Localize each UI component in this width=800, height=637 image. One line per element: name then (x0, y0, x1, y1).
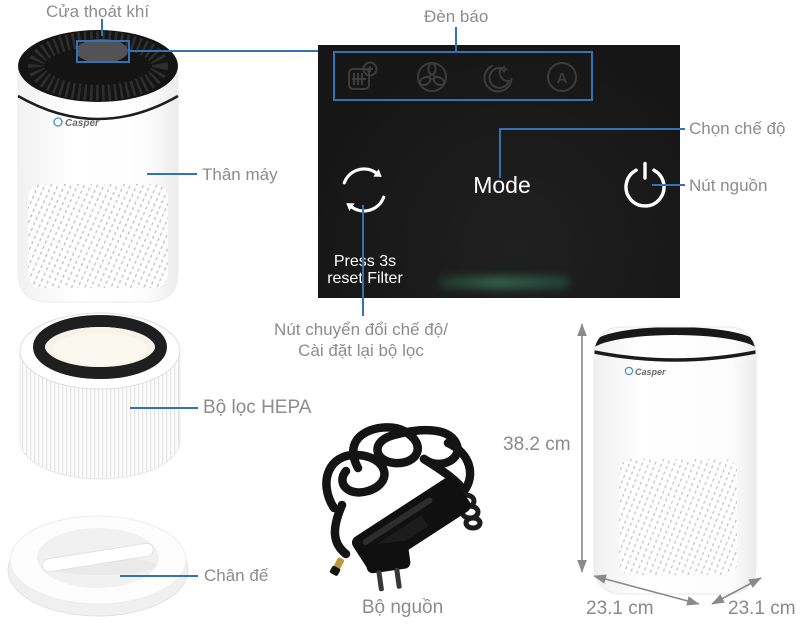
press-reset-caption-line1: Press 3s (333, 253, 397, 270)
power-adapter-image (322, 423, 483, 592)
press-reset-caption: Press 3s reset Filter (322, 253, 408, 287)
callout-power-adapter: Bộ nguồn (361, 597, 444, 618)
callout-hepa-filter: Bộ lọc HEPA (203, 397, 312, 418)
svg-text:Casper: Casper (635, 367, 666, 377)
dimension-arrows (577, 323, 762, 606)
callout-line-body (147, 173, 197, 175)
brand-logo: Casper (53, 117, 100, 129)
svg-text:Casper: Casper (65, 118, 100, 129)
callout-power-button: Nút nguồn (689, 176, 768, 195)
callout-body: Thân máy (202, 165, 278, 184)
callout-line-air-outlet (101, 19, 103, 36)
auto-mode-indicator-icon: A (547, 62, 577, 92)
callout-base: Chân đế (204, 566, 269, 585)
dimension-height: 38.2 cm (503, 434, 571, 455)
fan-speed-indicator-icon (417, 62, 447, 92)
purifier-front-view-image: Casper (593, 326, 757, 595)
callout-line-mode-switch (362, 205, 364, 316)
callout-air-outlet: Cửa thoát khí (46, 2, 150, 21)
dimension-width: 23.1 cm (586, 598, 654, 619)
width-arrow (593, 574, 700, 606)
callout-mode-switch: Nút chuyển đổi chế độ/ Cài đặt lại bộ lọ… (250, 319, 472, 361)
adapter-plug (364, 540, 411, 592)
dimension-depth: 23.1 cm (728, 598, 796, 619)
callout-indicator-lights: Đèn báo (424, 7, 489, 26)
callout-line-mode-v (499, 128, 501, 178)
callout-mode-switch-line1: Nút chuyển đổi chế độ/ (274, 320, 448, 339)
brand-logo: Casper (624, 366, 666, 377)
mode-button-label: Mode (473, 172, 531, 198)
callout-line-power (652, 184, 685, 186)
filter-reset-indicator-icon (348, 61, 378, 90)
callout-line-panel-link (130, 50, 318, 52)
power-icon (624, 161, 666, 208)
highlight-box-indicators (333, 51, 593, 101)
led-glow (438, 276, 570, 289)
callout-line-base (120, 575, 198, 577)
callout-line-mode-h (499, 128, 685, 130)
svg-text:A: A (557, 70, 568, 87)
purifier-top-view-image: Casper (17, 30, 179, 303)
reset-icon (342, 167, 386, 213)
press-reset-caption-line2: reset Filter (327, 270, 403, 287)
callout-line-hepa (130, 407, 198, 409)
callout-mode-switch-line2: Cài đặt lại bộ lọc (298, 341, 424, 360)
base-image (7, 515, 189, 617)
callout-line-indicator-lights (455, 27, 457, 51)
depth-arrow (711, 577, 762, 605)
hepa-filter-image (19, 312, 181, 480)
sleep-mode-indicator-icon (483, 63, 513, 93)
callout-mode-select: Chọn chế độ (689, 119, 786, 138)
highlight-box-device-panel (76, 40, 130, 63)
